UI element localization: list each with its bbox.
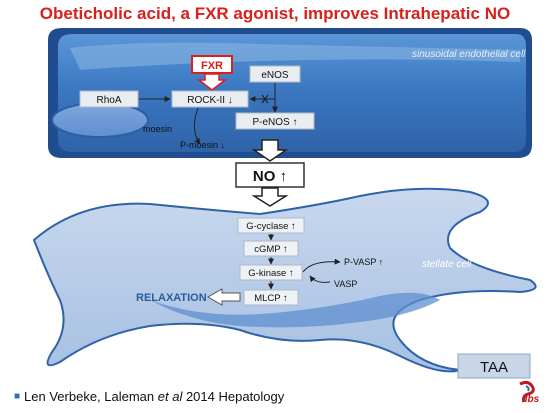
gkinase-box bbox=[239, 264, 303, 281]
pmoesin-label: P-moesin ↓ bbox=[180, 140, 225, 150]
vasp-label: VASP bbox=[334, 279, 357, 289]
gcyclase-label: G-cyclase ↑ bbox=[246, 221, 296, 232]
rhoa-box bbox=[79, 90, 139, 108]
no-label: NO ↑ bbox=[253, 168, 287, 185]
citation-authors: Len Verbeke, Laleman bbox=[24, 389, 158, 404]
citation: ■Len Verbeke, Laleman et al 2014 Hepatol… bbox=[14, 389, 284, 404]
mlcp-label: MLCP ↑ bbox=[254, 293, 288, 304]
stellate-nucleus bbox=[150, 292, 440, 328]
stellate-cell: stellate cell G-cyclase ↑ cGMP ↑ G-kinas… bbox=[32, 187, 537, 373]
mlcp-box bbox=[243, 289, 299, 306]
slide-title: Obeticholic acid, a FXR agonist, improve… bbox=[0, 4, 550, 24]
cgmp-box bbox=[243, 240, 299, 257]
citation-etal: et al bbox=[157, 389, 183, 404]
vasp-return-arrow bbox=[309, 275, 331, 283]
citation-bullet-icon: ■ bbox=[14, 391, 21, 402]
rock-label: ROCK-II ↓ bbox=[187, 95, 233, 106]
relaxation-label: RELAXATION bbox=[136, 292, 207, 304]
gkinase-to-pvasp-arrow bbox=[302, 258, 341, 273]
enos-box bbox=[249, 65, 301, 83]
ilbs-logo-icon bbox=[519, 380, 535, 403]
endothelial-cell: sinusoidal endothelial cell FXR RhoA ROC… bbox=[48, 28, 532, 158]
gkinase-label: G-kinase ↑ bbox=[248, 268, 293, 279]
penos-box bbox=[235, 112, 315, 130]
fxr-label: FXR bbox=[201, 60, 223, 72]
inhibit-cross-b bbox=[261, 94, 269, 104]
pvasp-label: P-VASP ↑ bbox=[344, 257, 383, 267]
taa-box bbox=[457, 353, 531, 379]
no-box bbox=[235, 162, 305, 188]
rhoa-label: RhoA bbox=[96, 95, 121, 106]
endothelial-cell-body bbox=[58, 34, 526, 152]
endothelial-highlight bbox=[70, 42, 520, 70]
rock-to-moesin-arrow bbox=[194, 107, 201, 145]
stellate-cell-label: stellate cell bbox=[422, 259, 472, 270]
moesin-label: moesin bbox=[143, 124, 172, 134]
cgmp-label: cGMP ↑ bbox=[254, 244, 288, 255]
gcyclase-box bbox=[237, 217, 305, 234]
enos-label: eNOS bbox=[261, 70, 289, 81]
relaxation-arrow bbox=[206, 288, 241, 306]
down-arrow-to-no bbox=[251, 139, 289, 162]
citation-journal: 2014 Hepatology bbox=[182, 389, 285, 404]
down-arrow-to-stellate bbox=[251, 187, 289, 207]
nucleus bbox=[51, 102, 149, 138]
rock-box bbox=[171, 90, 249, 108]
endothelial-cell-label: sinusoidal endothelial cell bbox=[412, 49, 526, 60]
fxr-arrow bbox=[196, 73, 228, 91]
taa-label: TAA bbox=[480, 359, 508, 376]
fxr-box bbox=[191, 55, 233, 74]
penos-label: P-eNOS ↑ bbox=[252, 117, 297, 128]
slide-title-text: Obeticholic acid, a FXR agonist, improve… bbox=[39, 4, 511, 23]
logo-text: ilbs bbox=[522, 394, 540, 405]
